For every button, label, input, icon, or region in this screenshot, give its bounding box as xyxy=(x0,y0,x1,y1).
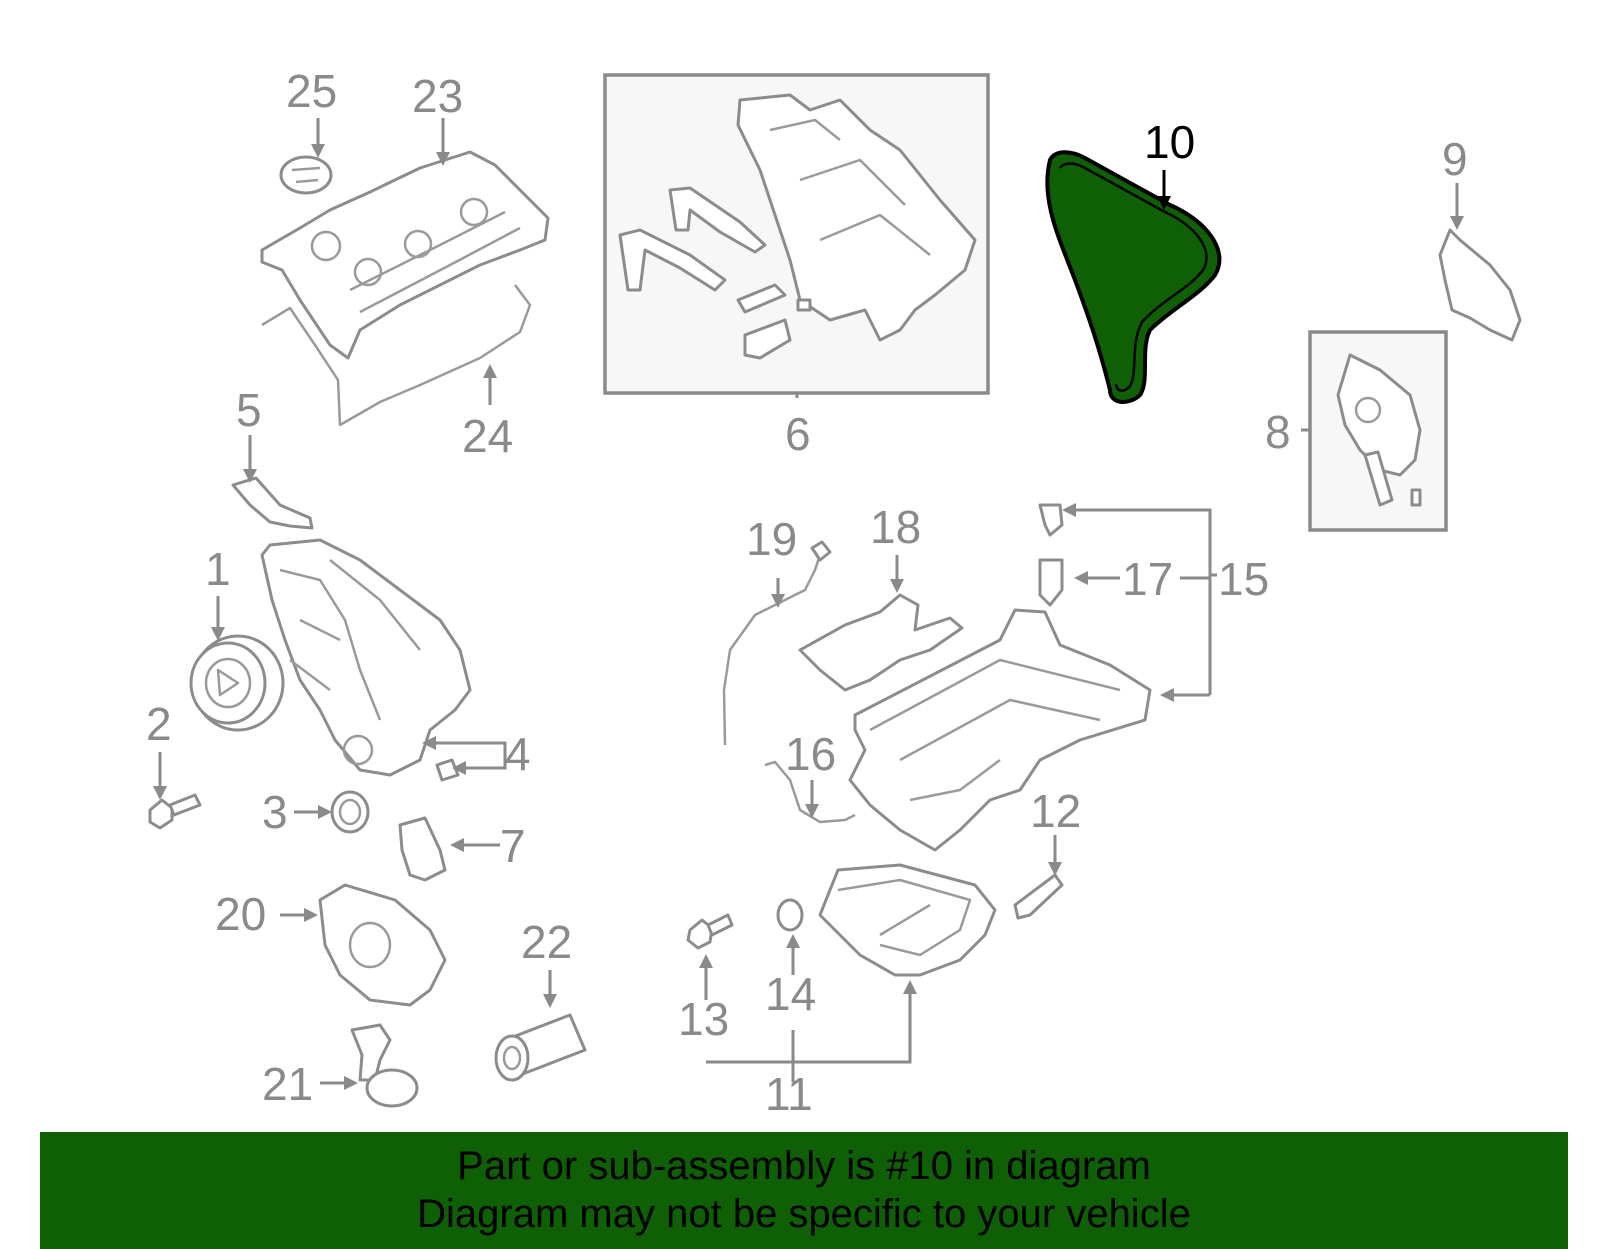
part-19-dipstick xyxy=(722,540,832,746)
part-24-gasket xyxy=(261,284,532,427)
callout-9: 9 xyxy=(1442,133,1468,185)
callout-16: 16 xyxy=(785,728,836,780)
callout-14: 14 xyxy=(765,968,816,1020)
part-10-highlighted xyxy=(1045,150,1222,404)
callout-11: 11 xyxy=(765,1068,813,1120)
part-23-valve-cover xyxy=(260,150,550,360)
part-9-gasket xyxy=(1438,228,1522,342)
callout-23: 23 xyxy=(412,70,463,122)
callout-3: 3 xyxy=(262,786,288,838)
part-14-o-ring xyxy=(776,898,804,932)
callout-22: 22 xyxy=(521,916,572,968)
part-7-bracket xyxy=(398,816,447,882)
callout-6: 6 xyxy=(785,408,811,460)
part-25-oil-cap xyxy=(279,155,333,195)
callout-2: 2 xyxy=(146,698,172,750)
part-1-crank-pulley xyxy=(189,634,285,732)
banner-line-1: Part or sub-assembly is #10 in diagram xyxy=(457,1144,1151,1188)
part-18-baffle xyxy=(798,593,964,692)
part-21-oil-strainer xyxy=(350,1023,419,1108)
part-5-bracket xyxy=(231,476,314,530)
callout-15: 15 xyxy=(1218,553,1269,605)
callout-17: 17 xyxy=(1122,553,1173,605)
callout-20: 20 xyxy=(215,888,266,940)
part-12-drain-fitting xyxy=(1013,873,1064,920)
callout-7: 7 xyxy=(500,820,526,872)
callout-1: 1 xyxy=(205,543,231,595)
callout-18: 18 xyxy=(870,501,921,553)
banner-background xyxy=(40,1132,1568,1249)
callout-labels: 25 23 24 6 10 9 8 5 1 2 4 3 7 20 22 21 1… xyxy=(146,65,1468,1120)
callout-19: 19 xyxy=(746,513,797,565)
callout-10: 10 xyxy=(1144,116,1195,168)
part-13-bolt xyxy=(686,913,734,950)
part-6-gasket-kit-box xyxy=(603,73,990,398)
part-3-seal xyxy=(330,790,370,834)
callout-8: 8 xyxy=(1265,406,1291,458)
part-20-oil-pump xyxy=(318,883,447,1007)
callout-4: 4 xyxy=(505,728,531,780)
callout-24: 24 xyxy=(462,410,513,462)
callout-21: 21 xyxy=(262,1058,313,1110)
part-15-upper-oil-pan xyxy=(848,503,1152,852)
callout-12: 12 xyxy=(1030,785,1081,837)
callout-13: 13 xyxy=(678,993,729,1045)
part-22-oil-filter xyxy=(494,1013,587,1082)
part-16-sealant xyxy=(764,760,856,824)
leader-lines xyxy=(153,118,1464,1090)
part-8-water-pump-box xyxy=(1301,330,1448,532)
part-2-bolt xyxy=(148,793,202,830)
callout-25: 25 xyxy=(286,65,337,117)
info-banner: Part or sub-assembly is #10 in diagram D… xyxy=(40,1132,1568,1249)
part-11-lower-oil-pan xyxy=(818,863,997,977)
callout-5: 5 xyxy=(236,384,262,436)
part-4-timing-cover xyxy=(260,538,472,782)
banner-line-2: Diagram may not be specific to your vehi… xyxy=(417,1192,1191,1236)
